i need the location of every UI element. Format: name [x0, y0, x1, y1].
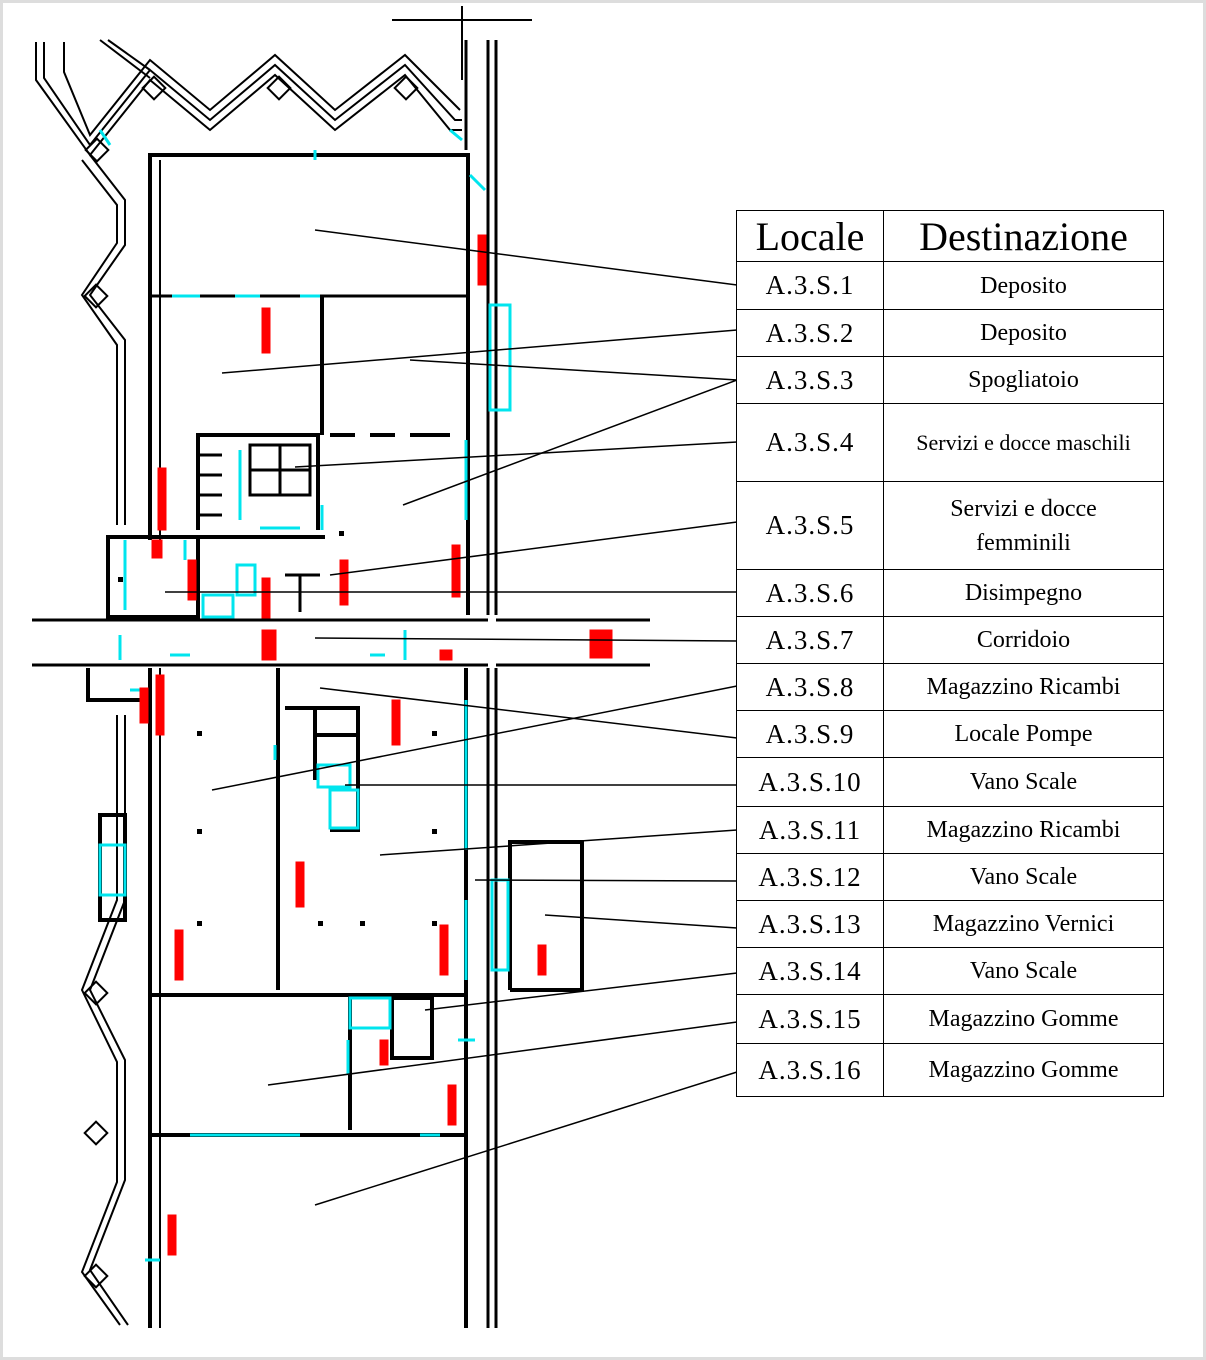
room-code: A.3.S.14 [736, 947, 884, 995]
room-code: A.3.S.2 [736, 309, 884, 357]
room-code: A.3.S.1 [736, 261, 884, 310]
room-destination: Vano Scale [883, 947, 1164, 995]
room-destination: Servizi e docce maschili [883, 403, 1164, 482]
room-code: A.3.S.16 [736, 1043, 884, 1097]
crosshair-mark [392, 6, 532, 80]
doors-and-stairs [98, 128, 512, 1262]
room-code: A.3.S.5 [736, 481, 884, 570]
room-code: A.3.S.9 [736, 710, 884, 758]
room-code: A.3.S.7 [736, 616, 884, 664]
room-destination: Magazzino Ricambi [883, 806, 1164, 854]
room-destination: Magazzino Gomme [883, 994, 1164, 1044]
room-destination: Disimpegno [883, 569, 1164, 617]
room-destination: Vano Scale [883, 757, 1164, 807]
room-destination: Vano Scale [883, 853, 1164, 901]
room-destination: Spogliatoio [883, 356, 1164, 404]
room-code: A.3.S.11 [736, 806, 884, 854]
corridor-walls [32, 618, 650, 667]
restroom-partitions [198, 443, 320, 612]
column-diamonds [83, 75, 419, 1289]
room-destination: Servizi e docce femminili [883, 481, 1164, 570]
facade-left [80, 154, 129, 1326]
legend-header-dest: Destinazione [883, 210, 1164, 262]
facade-top [35, 39, 462, 157]
room-code: A.3.S.6 [736, 569, 884, 617]
legend-header-row: Locale Destinazione [736, 210, 1164, 262]
room-code: A.3.S.10 [736, 757, 884, 807]
room-destination: Corridoio [883, 616, 1164, 664]
room-code: A.3.S.13 [736, 900, 884, 948]
room-destination: Deposito [883, 261, 1164, 310]
room-code: A.3.S.15 [736, 994, 884, 1044]
room-destination: Magazzino Ricambi [883, 663, 1164, 711]
lower-block-walls [86, 668, 584, 1328]
room-destination: Magazzino Gomme [883, 1043, 1164, 1097]
right-walls [464, 40, 498, 1328]
room-destination: Magazzino Vernici [883, 900, 1164, 948]
room-code: A.3.S.4 [736, 403, 884, 482]
room-code: A.3.S.8 [736, 663, 884, 711]
fire-equipment [139, 234, 613, 1256]
legend-header-code: Locale [736, 210, 884, 262]
room-destination: Locale Pompe [883, 710, 1164, 758]
room-destination: Deposito [883, 309, 1164, 357]
room-code: A.3.S.12 [736, 853, 884, 901]
room-code: A.3.S.3 [736, 356, 884, 404]
columns [118, 531, 437, 926]
leader-lines [165, 229, 738, 1206]
